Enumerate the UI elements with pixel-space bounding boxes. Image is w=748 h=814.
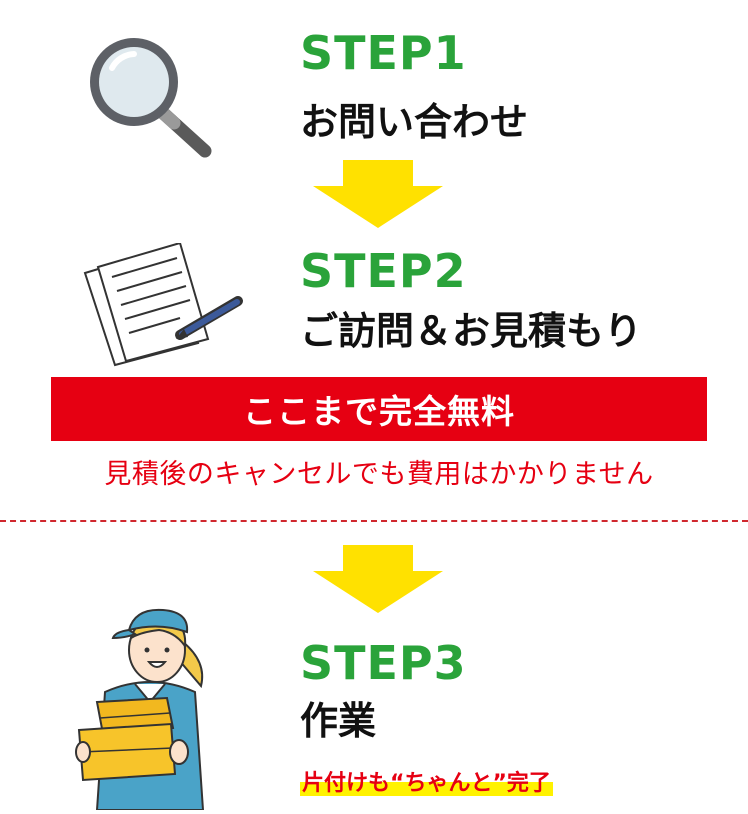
magnifier-icon	[82, 30, 212, 160]
free-banner: ここまで完全無料	[51, 377, 707, 441]
step1-title: お問い合わせ	[300, 100, 529, 144]
divider	[0, 520, 748, 522]
step2-title: ご訪問＆お見積もり	[300, 309, 643, 353]
arrow-down-icon	[313, 545, 443, 613]
step3-note-text: 片付けも“ちゃんと”完了	[300, 771, 553, 796]
free-banner-text: ここまで完全無料	[243, 392, 515, 431]
document-pen-icon	[80, 241, 250, 368]
arrow-down-icon	[313, 160, 443, 228]
step3-number: STEP3	[300, 636, 467, 690]
worker-box-icon	[75, 602, 225, 811]
free-note: 見積後のキャンセルでも費用はかかりません	[104, 459, 654, 490]
step2-number: STEP2	[300, 244, 467, 298]
step3-note: 片付けも“ちゃんと”完了	[300, 765, 553, 797]
step1-number: STEP1	[300, 26, 467, 80]
step3-title: 作業	[300, 699, 377, 743]
